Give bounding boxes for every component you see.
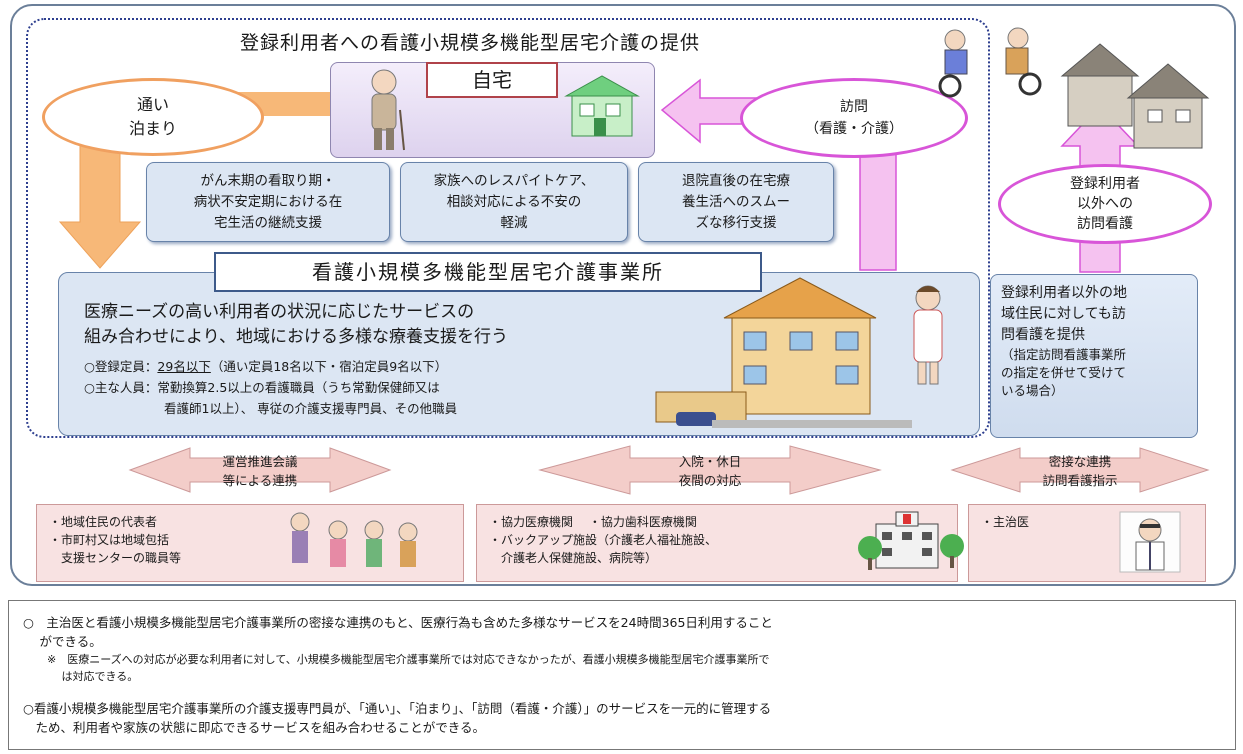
registered-user-area — [26, 18, 990, 438]
facility-name: 看護小規模多機能型居宅介護事業所 — [214, 252, 762, 292]
facility-info: ○登録定員：29名以下（通い定員18名以下・宿泊定員9名以下） ○主な人員：常勤… — [84, 359, 458, 416]
arrow-label-doctor: 密接な連携訪問看護指示 — [1042, 454, 1118, 488]
support-box-discharge: 退院直後の在宅療養生活へのスムーズな移行支援 — [638, 162, 834, 242]
support-box-respite: 家族へのレスパイトケア、相談対応による不安の軽減 — [400, 162, 628, 242]
double-arrow-1 — [128, 447, 392, 493]
partner-box-community: ・地域住民の代表者 ・市町村又は地域包括 支援センターの職員等 — [36, 504, 464, 582]
diagram-title: 登録利用者への看護小規模多機能型居宅介護の提供 — [239, 32, 700, 54]
double-arrow-3 — [950, 447, 1210, 493]
non-registered-visit-oval: 登録利用者以外への訪問看護 — [998, 164, 1212, 244]
arrow-label-hospital: 入院・休日夜間の対応 — [678, 454, 742, 488]
kayoi-tomari-oval: 通い泊まり — [42, 78, 264, 156]
facility-description: 医療ニーズの高い利用者の状況に応じたサービスの 組み合わせにより、地域における多… — [84, 302, 508, 347]
double-arrow-2 — [538, 445, 882, 495]
arrow-label-council: 運営推進会議等による連携 — [222, 454, 298, 488]
support-box-end-of-life: がん末期の看取り期・病状不安定期における在宅生活の継続支援 — [146, 162, 390, 242]
home-label: 自宅 — [426, 62, 558, 98]
houmon-oval: 訪問（看護・介護） — [740, 78, 968, 158]
non-registered-service-box: 登録利用者以外の地 域住民に対しても訪 問看護を提供 （指定訪問看護事業所 の指… — [990, 274, 1198, 438]
summary-notes: ○ 主治医と看護小規模多機能型居宅介護事業所の密接な連携のもと、医療行為も含めた… — [8, 600, 1236, 750]
